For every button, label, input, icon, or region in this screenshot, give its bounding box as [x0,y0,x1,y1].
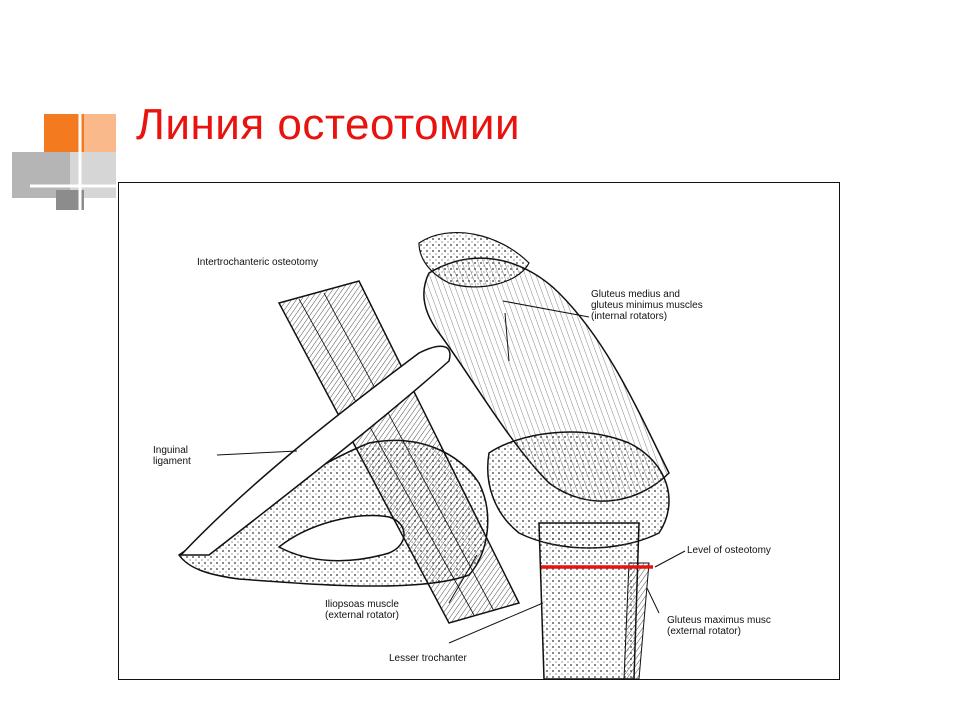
label-gluteus-medius: Gluteus medius and gluteus minimus muscl… [591,289,703,322]
label-inguinal-ligament: Inguinal ligament [153,445,191,467]
label-iliopsoas-muscle: Iliopsoas muscle (external rotator) [325,599,399,621]
diagonal-muscle-band [277,280,521,624]
corner-decoration [12,102,132,214]
inguinal-ligament [179,345,451,556]
label-lesser-trochanter: Lesser trochanter [389,653,467,664]
hip-illustration [177,232,686,679]
gluteus-maximus-muscle [623,562,650,679]
femur-shaft [538,522,640,679]
leader-lines [216,300,686,644]
anatomical-diagram: Intertrochanteric osteotomy Gluteus medi… [118,182,840,680]
greater-trochanter [487,431,670,549]
label-intertrochanteric-osteotomy: Intertrochanteric osteotomy [197,257,319,268]
slide-title: Линия остеотомии [136,100,521,149]
label-level-of-osteotomy: Level of osteotomy [687,545,771,556]
label-gluteus-maximus: Gluteus maximus musc (external rotator) [667,615,771,637]
